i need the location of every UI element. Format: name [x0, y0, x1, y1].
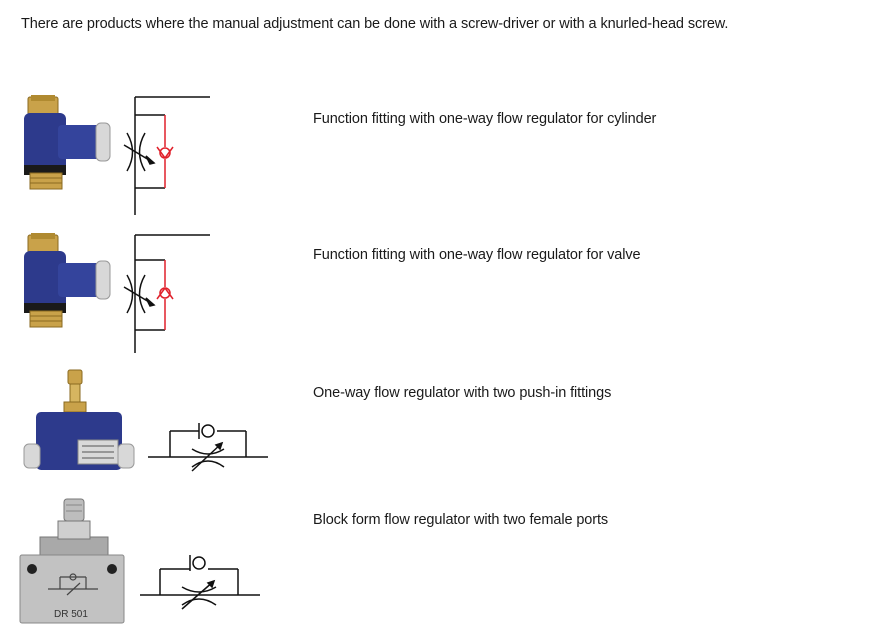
- product-label: Block form flow regulator with two femal…: [313, 512, 609, 528]
- block-flow-regulator-photo: DR 501: [19, 498, 125, 624]
- intro-text: There are products where the manual adju…: [21, 16, 729, 32]
- product-label: One-way flow regulator with two push-in …: [313, 385, 612, 401]
- product-row-cylinder: Function fitting with one-way flow regul…: [0, 90, 874, 220]
- inline-flow-regulator-photo: [23, 369, 135, 470]
- product-row-valve: Function fitting with one-way flow regul…: [0, 228, 874, 358]
- product-label: Function fitting with one-way flow regul…: [313, 247, 641, 263]
- flow-regulator-symbol: [123, 234, 210, 353]
- product-row-inline: One-way flow regulator with two push-in …: [0, 365, 874, 485]
- product-row-block: DR 501 Block form flow regulator with tw…: [0, 493, 874, 633]
- flow-regulator-symbol: [140, 555, 260, 610]
- flow-regulator-symbol: [123, 96, 210, 215]
- product-label: Function fitting with one-way flow regul…: [313, 111, 657, 127]
- model-marking: DR 501: [54, 609, 88, 620]
- function-fitting-photo: [24, 233, 111, 328]
- function-fitting-photo: [24, 95, 111, 190]
- flow-regulator-symbol: [148, 423, 268, 472]
